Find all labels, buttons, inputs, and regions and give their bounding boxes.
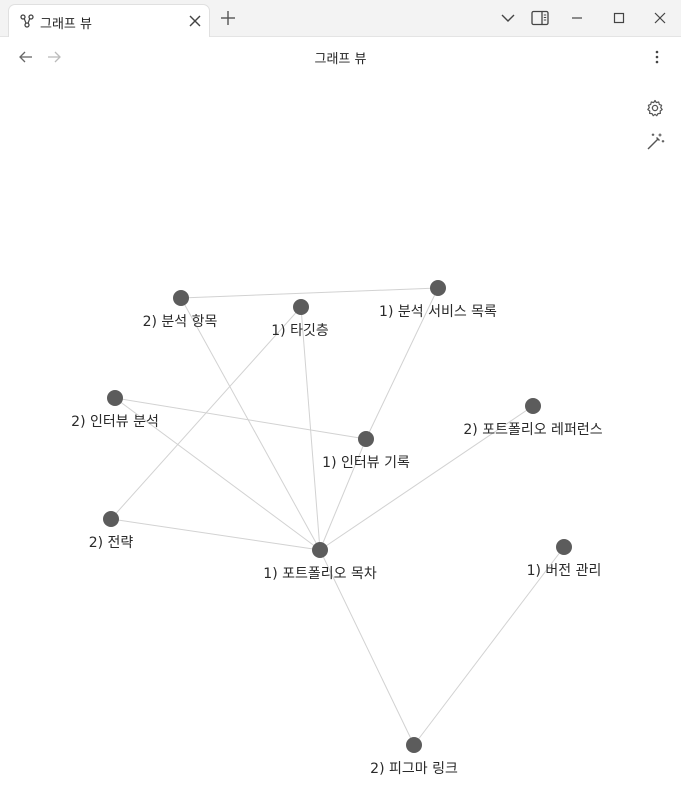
- graph-edge: [114, 397, 321, 551]
- graph-canvas[interactable]: 2) 분석 항목 1) 타깃층 1) 분석 서비스 목록 2) 인터뷰 분석 2) 포트…: [0, 77, 681, 797]
- graph-edges: [110, 287, 565, 746]
- tab-bar: 그래프 뷰: [0, 0, 681, 37]
- graph-edge: [300, 306, 321, 551]
- graph-edge: [319, 405, 534, 551]
- graph-node-label: 2) 인터뷰 분석: [71, 414, 159, 430]
- graph-node-label: 1) 버전 관리: [527, 563, 602, 579]
- graph-node-dot[interactable]: [293, 299, 309, 315]
- more-vertical-icon[interactable]: [649, 49, 665, 65]
- tab-title: 그래프 뷰: [40, 17, 92, 32]
- magic-wand-icon[interactable]: [645, 132, 665, 152]
- graph-node-dot[interactable]: [103, 511, 119, 527]
- close-icon[interactable]: [188, 14, 202, 28]
- graph-node-figma[interactable]: 2) 피그마 링크: [370, 737, 458, 777]
- graph-node-bunseok-service[interactable]: 1) 분석 서비스 목록: [379, 280, 497, 320]
- graph-node-dot[interactable]: [358, 431, 374, 447]
- graph-node-label: 2) 전략: [89, 535, 134, 551]
- graph-svg[interactable]: 2) 분석 항목 1) 타깃층 1) 분석 서비스 목록 2) 인터뷰 분석 2) 포트…: [0, 77, 681, 797]
- view-header: 그래프 뷰: [0, 37, 681, 77]
- graph-edge: [319, 438, 367, 551]
- graph-icon: [20, 14, 34, 28]
- gear-icon[interactable]: [645, 98, 665, 118]
- graph-edge: [110, 518, 321, 551]
- tab-graph-view[interactable]: 그래프 뷰: [8, 4, 210, 37]
- graph-edge: [180, 297, 321, 551]
- graph-controls: [645, 98, 665, 166]
- graph-node-dot[interactable]: [556, 539, 572, 555]
- graph-nodes: 2) 분석 항목 1) 타깃층 1) 분석 서비스 목록 2) 인터뷰 분석 2) 포트…: [71, 280, 603, 777]
- plus-icon[interactable]: [220, 10, 236, 26]
- arrow-right-icon[interactable]: [46, 49, 62, 65]
- graph-edge: [114, 397, 367, 440]
- graph-edge: [365, 287, 439, 440]
- graph-node-label: 1) 분석 서비스 목록: [379, 304, 497, 320]
- graph-edge: [413, 546, 565, 746]
- graph-node-strategy[interactable]: 2) 전략: [89, 511, 134, 551]
- arrow-left-icon[interactable]: [18, 49, 34, 65]
- graph-node-dot[interactable]: [406, 737, 422, 753]
- view-title: 그래프 뷰: [314, 52, 367, 67]
- graph-node-label: 2) 포트폴리오 레퍼런스: [463, 422, 602, 438]
- graph-node-label: 1) 인터뷰 기록: [322, 455, 410, 471]
- sidebar-toggle-icon[interactable]: [531, 10, 549, 26]
- minimize-icon[interactable]: [569, 10, 585, 26]
- graph-node-label: 1) 타깃층: [271, 323, 329, 339]
- graph-node-label: 2) 피그마 링크: [370, 761, 458, 777]
- graph-node-target[interactable]: 1) 타깃층: [271, 299, 329, 339]
- maximize-icon[interactable]: [611, 10, 627, 26]
- graph-node-dot[interactable]: [430, 280, 446, 296]
- graph-node-interview-bunseok[interactable]: 2) 인터뷰 분석: [71, 390, 159, 430]
- graph-edge: [180, 287, 439, 299]
- graph-node-dot[interactable]: [525, 398, 541, 414]
- graph-node-interview-record[interactable]: 1) 인터뷰 기록: [322, 431, 410, 471]
- graph-node-dot[interactable]: [312, 542, 328, 558]
- graph-node-dot[interactable]: [107, 390, 123, 406]
- graph-node-label: 2) 분석 항목: [143, 314, 218, 330]
- graph-node-version[interactable]: 1) 버전 관리: [527, 539, 602, 579]
- graph-node-dot[interactable]: [173, 290, 189, 306]
- graph-node-bunseok-hangmok[interactable]: 2) 분석 항목: [143, 290, 218, 330]
- chevron-down-icon[interactable]: [500, 10, 516, 26]
- graph-node-label: 1) 포트폴리오 목차: [263, 566, 377, 582]
- graph-node-portfolio-toc[interactable]: 1) 포트폴리오 목차: [263, 542, 377, 582]
- graph-edge: [319, 549, 415, 746]
- window-close-icon[interactable]: [652, 10, 668, 26]
- graph-node-portfolio-ref[interactable]: 2) 포트폴리오 레퍼런스: [463, 398, 603, 438]
